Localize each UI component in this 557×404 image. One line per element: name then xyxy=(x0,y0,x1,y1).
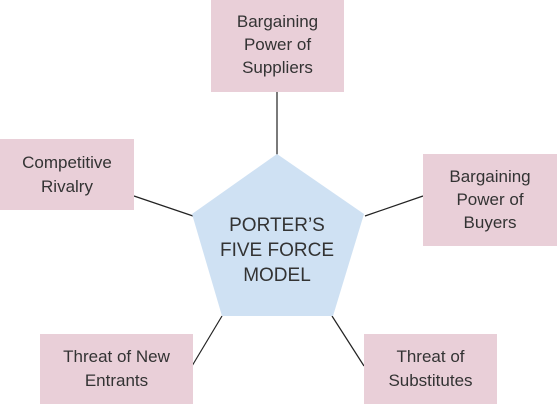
connector-substitutes xyxy=(331,315,365,367)
force-label-line: Substitutes xyxy=(388,371,472,390)
force-box-bg xyxy=(211,0,344,92)
force-label-line: Competitive xyxy=(22,153,112,172)
connector-rivalry xyxy=(133,195,194,217)
force-box-rivalry: Competitive Rivalry xyxy=(0,139,134,210)
force-box-bg xyxy=(423,154,557,246)
center-title-line-1: PORTER’S xyxy=(229,215,325,236)
center-model: PORTER’S FIVE FORCE MODEL xyxy=(192,154,364,316)
force-label-line: Bargaining xyxy=(449,167,530,186)
center-title-line-3: MODEL xyxy=(243,265,311,286)
force-label-line: Rivalry xyxy=(41,177,93,196)
center-pentagon xyxy=(192,154,364,316)
connectors xyxy=(133,92,424,367)
force-label-line: Power of xyxy=(456,190,523,209)
force-box-suppliers: Bargaining Power of Suppliers xyxy=(211,0,344,92)
force-box-new-entrants: Threat of New Entrants xyxy=(40,334,193,404)
force-label-line: Threat of xyxy=(396,347,464,366)
force-label-line: Power of xyxy=(244,35,311,54)
force-label-line: Entrants xyxy=(85,371,148,390)
force-box-bg xyxy=(0,139,134,210)
force-box-bg xyxy=(364,334,497,404)
force-label-line: Bargaining xyxy=(237,12,318,31)
connector-buyers xyxy=(364,195,424,217)
force-label-line: Buyers xyxy=(464,213,517,232)
force-box-bg xyxy=(40,334,193,404)
force-box-buyers: Bargaining Power of Buyers xyxy=(423,154,557,246)
connector-new-entrants xyxy=(191,315,223,367)
center-title-line-2: FIVE FORCE xyxy=(220,240,334,261)
force-label-line: Threat of New xyxy=(63,347,170,366)
force-box-substitutes: Threat of Substitutes xyxy=(364,334,497,404)
force-label-line: Suppliers xyxy=(242,58,313,77)
